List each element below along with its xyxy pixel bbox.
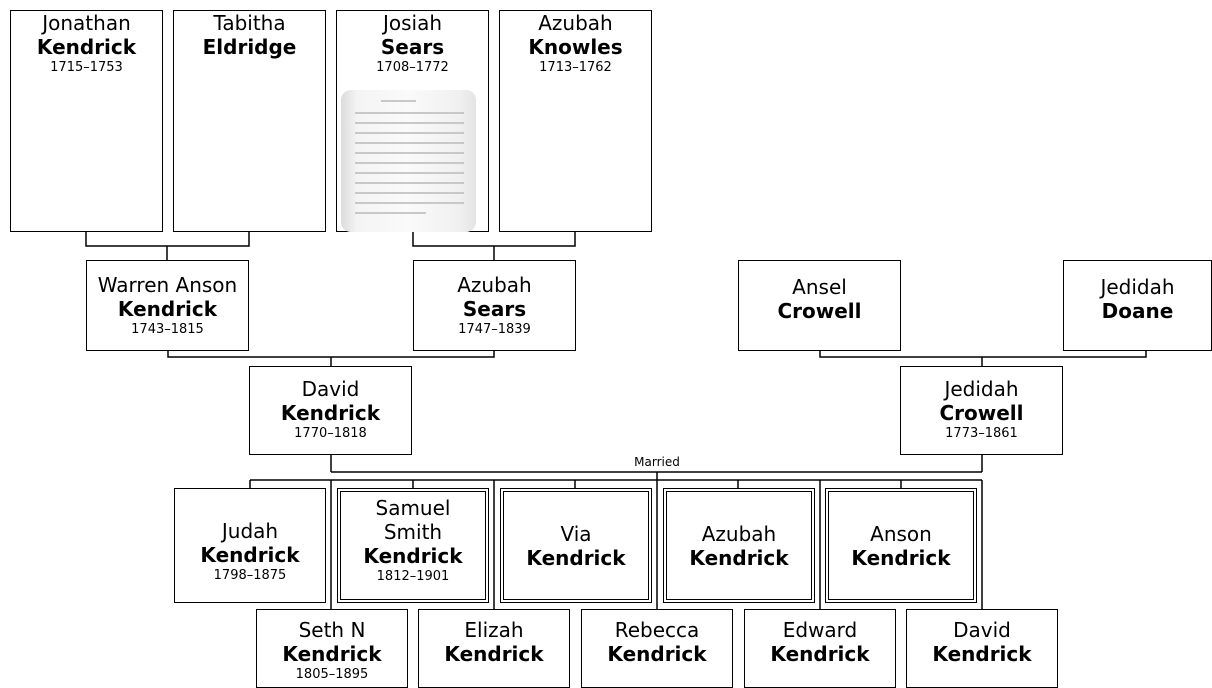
person-box-elizah-kendrick[interactable]: Elizah Kendrick (418, 609, 570, 688)
given-name: Azubah (457, 273, 532, 297)
person-box-seth-n-kendrick[interactable]: Seth N Kendrick 1805–1895 (256, 609, 408, 688)
surname: Kendrick (282, 642, 382, 666)
surname: Kendrick (117, 297, 218, 321)
given-name: Anson (870, 522, 932, 546)
surname: Kendrick (280, 401, 381, 425)
person-box-anson-kendrick[interactable]: Anson Kendrick (825, 488, 977, 603)
life-dates: 1715–1753 (50, 60, 123, 75)
surname: Kendrick (851, 546, 951, 570)
given-name: Elizah (464, 618, 524, 642)
person-box-jedidah-doane[interactable]: Jedidah Doane (1063, 260, 1212, 351)
person-box-david-kendrick-jr[interactable]: David Kendrick (906, 609, 1058, 688)
surname: Kendrick (932, 642, 1032, 666)
person-box-ansel-crowell[interactable]: Ansel Crowell (738, 260, 901, 351)
life-dates: 1812–1901 (376, 569, 450, 584)
person-box-samuel-smith-kendrick[interactable]: Samuel Smith Kendrick 1812–1901 (337, 488, 489, 603)
given-name: Azubah (538, 11, 613, 35)
life-dates: 1773–1861 (945, 426, 1018, 441)
given-name: Jedidah (1100, 275, 1175, 299)
life-dates: 1743–1815 (131, 322, 204, 337)
person-box-jedidah-crowell[interactable]: Jedidah Crowell 1773–1861 (900, 366, 1063, 455)
person-box-azubah-sears[interactable]: Azubah Sears 1747–1839 (413, 260, 576, 351)
given-name: Seth N (298, 618, 366, 642)
life-dates: 1798–1875 (213, 568, 287, 583)
life-dates: 1713–1762 (539, 60, 612, 75)
surname: Kendrick (607, 642, 707, 666)
person-box-jonathan-kendrick[interactable]: Jonathan Kendrick 1715–1753 (10, 10, 163, 232)
person-box-tabitha-eldridge[interactable]: Tabitha Eldridge (173, 10, 326, 232)
given-name: Warren Anson (97, 273, 238, 297)
given-name: Via (560, 522, 592, 546)
person-box-judah-kendrick[interactable]: Judah Kendrick 1798–1875 (174, 488, 326, 603)
surname: Sears (462, 297, 527, 321)
given-name: Judah (221, 519, 279, 543)
surname: Kendrick (200, 543, 300, 567)
surname: Eldridge (202, 35, 297, 59)
person-box-david-kendrick[interactable]: David Kendrick 1770–1818 (249, 366, 412, 455)
surname: Crowell (777, 299, 862, 323)
relationship-label: Married (617, 455, 697, 469)
person-box-azubah-knowles[interactable]: Azubah Knowles 1713–1762 (499, 10, 652, 232)
surname: Kendrick (444, 642, 544, 666)
person-box-warren-anson-kendrick[interactable]: Warren Anson Kendrick 1743–1815 (86, 260, 249, 351)
given-name: Josiah (382, 11, 443, 35)
given-name: Jonathan (42, 11, 131, 35)
given-name: Samuel Smith (375, 496, 451, 544)
given-name: Azubah (701, 522, 777, 546)
surname: Sears (380, 35, 445, 59)
life-dates: 1708–1772 (376, 60, 449, 75)
person-box-edward-kendrick[interactable]: Edward Kendrick (744, 609, 896, 688)
given-name: Edward (782, 618, 858, 642)
person-box-via-kendrick[interactable]: Via Kendrick (500, 488, 652, 603)
surname: Knowles (528, 35, 623, 59)
surname: Kendrick (770, 642, 870, 666)
given-name: David (301, 377, 360, 401)
life-dates: 1747–1839 (458, 322, 531, 337)
document-photo-thumbnail[interactable] (341, 90, 476, 232)
given-name: David (953, 618, 1011, 642)
person-box-azubah-kendrick[interactable]: Azubah Kendrick (663, 488, 815, 603)
surname: Kendrick (526, 546, 626, 570)
surname: Kendrick (363, 544, 463, 568)
life-dates: 1805–1895 (295, 667, 369, 682)
given-name: Tabitha (213, 11, 286, 35)
given-name: Jedidah (944, 377, 1019, 401)
given-name: Ansel (792, 275, 847, 299)
life-dates: 1770–1818 (294, 426, 367, 441)
person-box-josiah-sears[interactable]: Josiah Sears 1708–1772 (336, 10, 489, 232)
surname: Doane (1101, 299, 1174, 323)
surname: Kendrick (689, 546, 789, 570)
person-box-rebecca-kendrick[interactable]: Rebecca Kendrick (581, 609, 733, 688)
given-name: Rebecca (614, 618, 700, 642)
surname: Crowell (939, 401, 1024, 425)
surname: Kendrick (36, 35, 137, 59)
